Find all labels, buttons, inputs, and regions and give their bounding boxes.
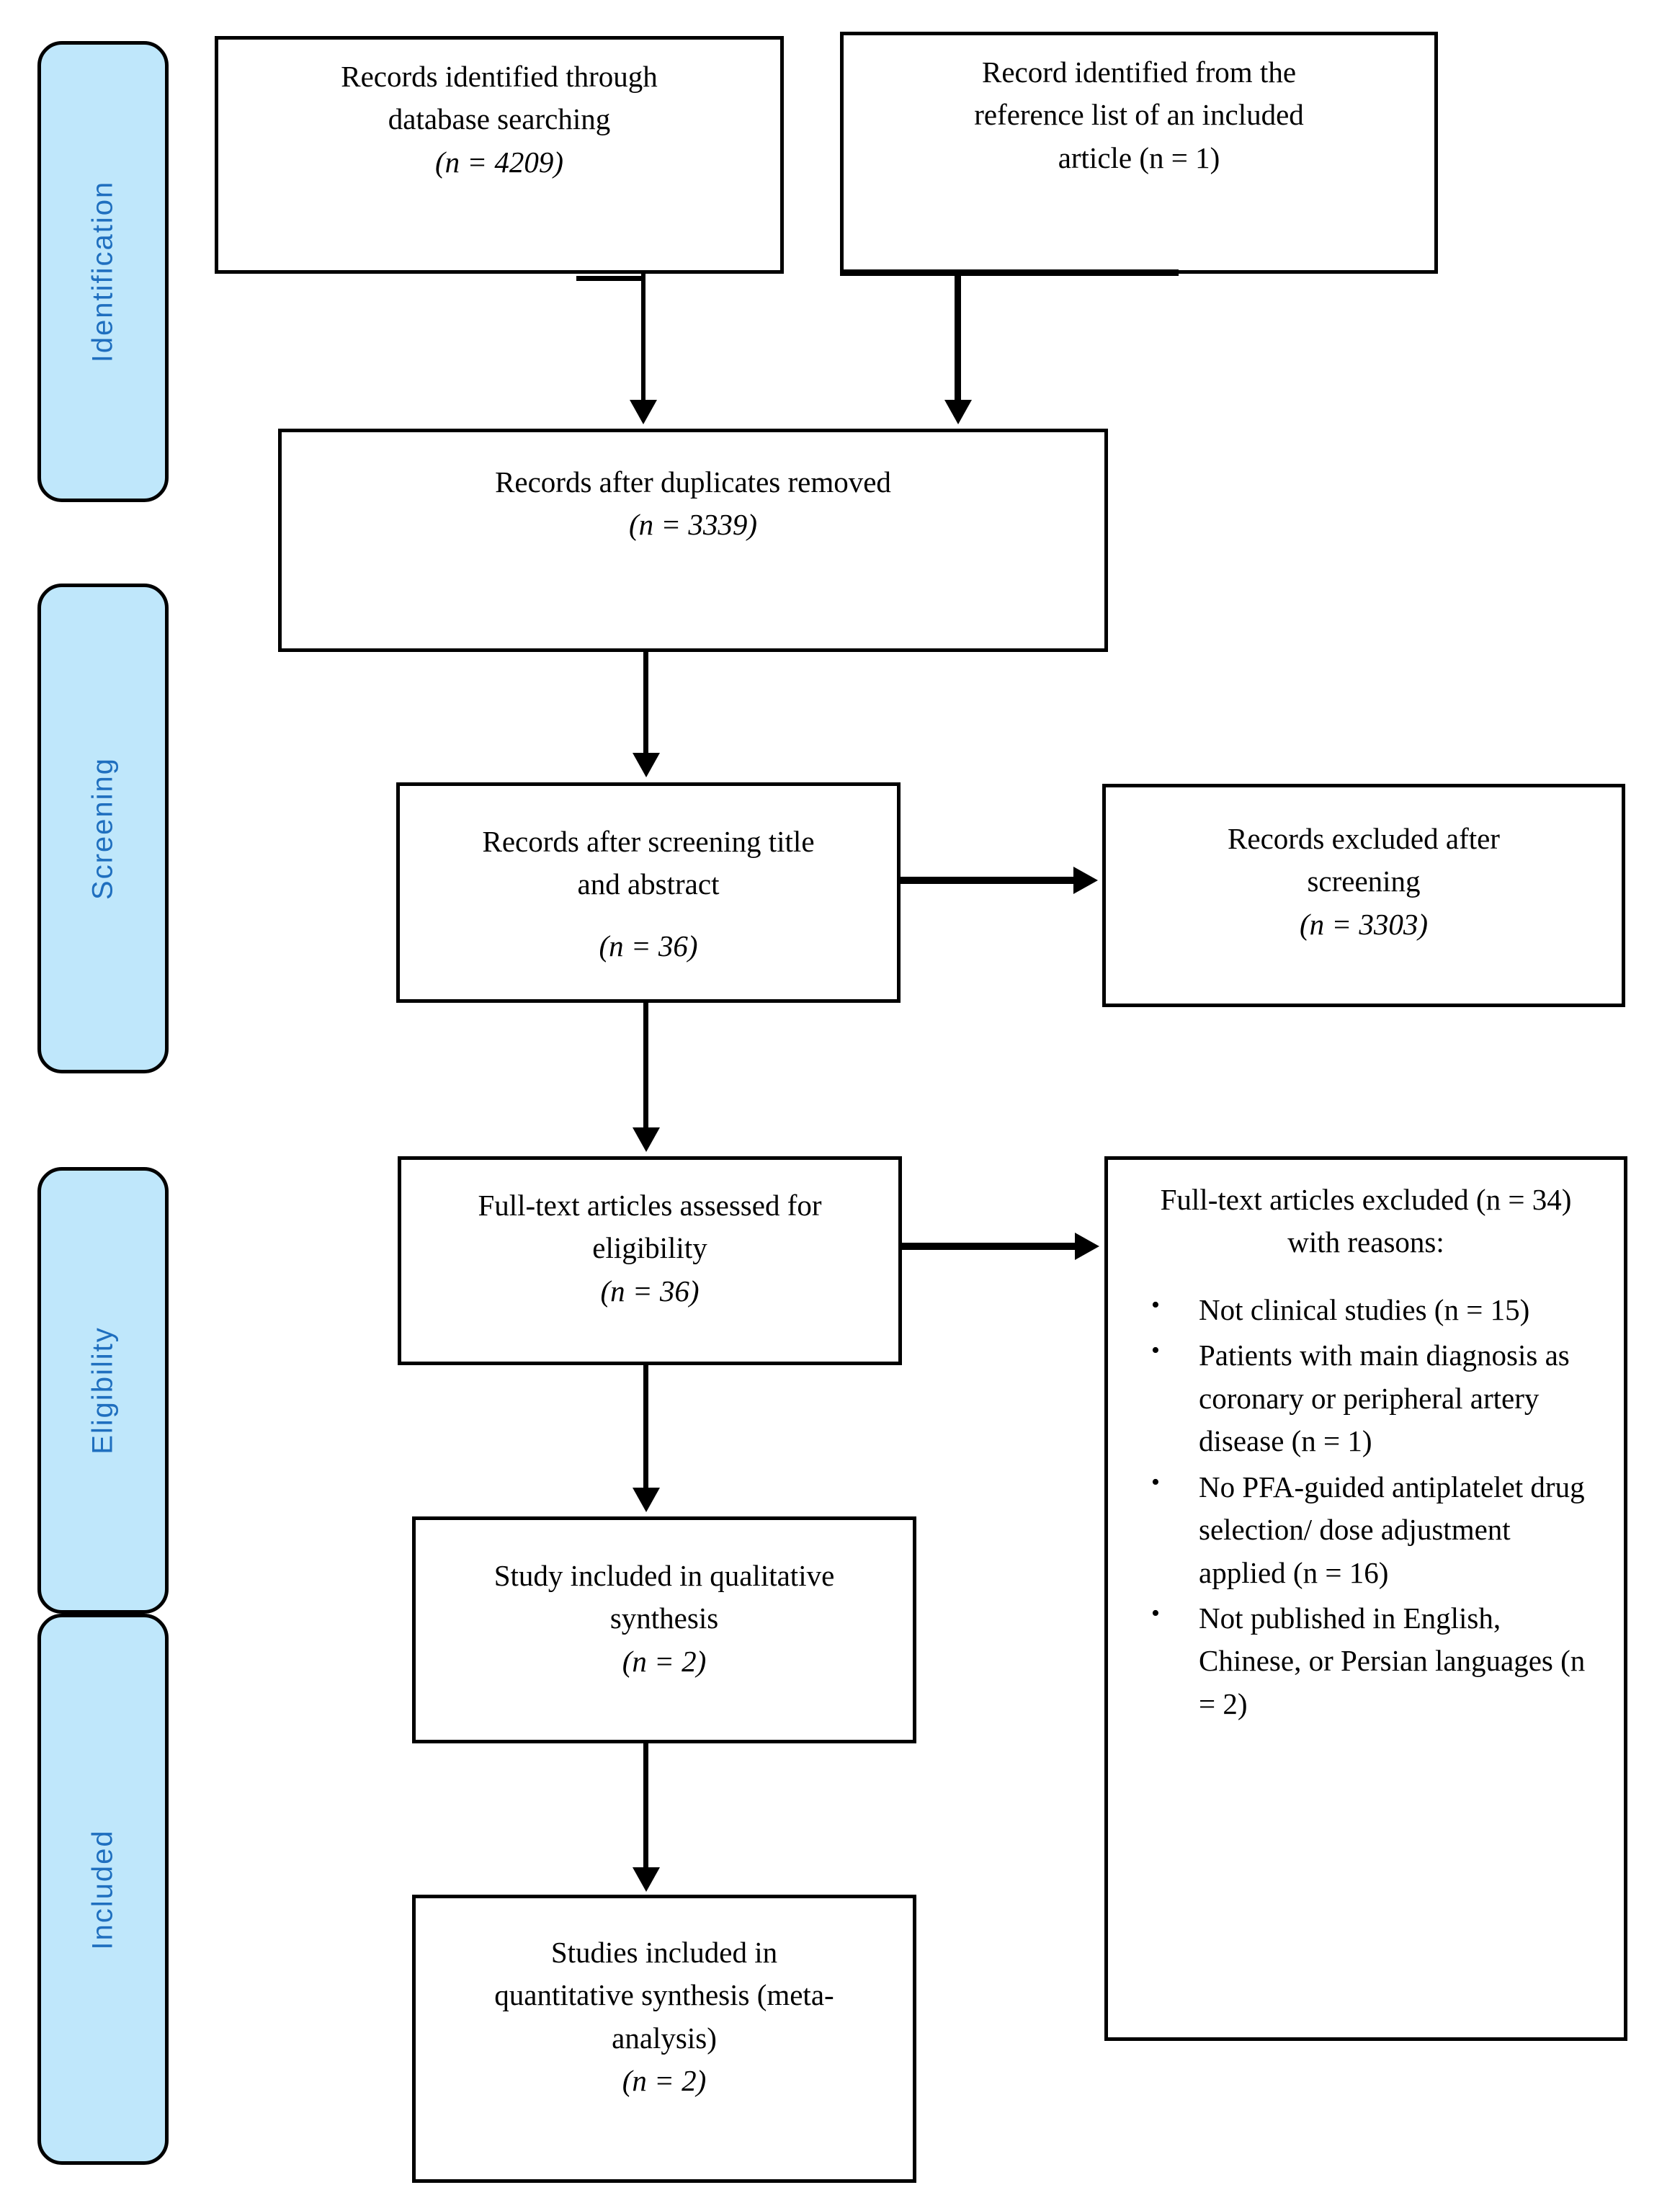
- fulltext-excluded-head-line1: Full-text articles excluded (n =: [1160, 1183, 1525, 1216]
- box-fulltext-assessed-text: Full-text articles assessed for eligibil…: [401, 1160, 898, 1313]
- connector-db-search-horizontal: [576, 276, 645, 281]
- fulltext-excluded-head-line2: 34) with reasons:: [1287, 1183, 1572, 1259]
- fulltext-assessed-count: (n = 36): [600, 1274, 700, 1308]
- box-quantitative-synthesis: Studies included in quantitative synthes…: [412, 1895, 916, 2183]
- duplicates-line1: Records after duplicates removed: [495, 465, 891, 499]
- box-records-excluded: Records excluded after screening (n = 33…: [1102, 784, 1625, 1007]
- box-duplicates-removed: Records after duplicates removed (n = 33…: [278, 429, 1108, 652]
- duplicates-count: (n = 3339): [629, 508, 757, 542]
- connector-db-search-vertical: [641, 277, 645, 413]
- box-fulltext-excluded-reasons: Full-text articles excluded (n = 34) wit…: [1104, 1156, 1627, 2041]
- box-record-reference-list: Record identified from the reference lis…: [840, 32, 1438, 274]
- list-item: Patients with main diagnosis as coronary…: [1141, 1333, 1591, 1462]
- arrow-qualitative-to-quantitative: [633, 1867, 660, 1892]
- box-duplicates-removed-text: Records after duplicates removed (n = 33…: [282, 432, 1104, 547]
- connector-fulltext-to-excluded: [902, 1243, 1081, 1250]
- db-search-count: (n = 4209): [435, 145, 563, 179]
- quantitative-count: (n = 2): [622, 2064, 707, 2098]
- box-qualitative-synthesis-text: Study included in qualitative synthesis …: [416, 1520, 913, 1683]
- excluded-line1: Records excluded after: [1228, 822, 1500, 855]
- arrow-screened-to-excluded: [1073, 867, 1098, 894]
- stage-pill-eligibility: Eligibility: [37, 1167, 169, 1614]
- connector-fulltext-to-qualitative: [643, 1365, 648, 1496]
- arrow-db-search-to-duplicates: [630, 400, 657, 424]
- screened-line2: and abstract: [577, 867, 720, 901]
- connector-ref-list-horizontal: [840, 269, 1179, 276]
- ref-list-line2: reference list of an included: [974, 98, 1304, 132]
- arrow-ref-list-to-duplicates: [944, 400, 972, 424]
- stage-pill-included: Included: [37, 1614, 169, 2165]
- connector-screened-to-excluded: [901, 877, 1079, 884]
- box-qualitative-synthesis: Study included in qualitative synthesis …: [412, 1516, 916, 1743]
- arrow-fulltext-to-qualitative: [633, 1488, 660, 1512]
- box-records-database-search: Records identified through database sear…: [215, 36, 784, 274]
- connector-qualitative-to-quantitative: [643, 1743, 648, 1874]
- fulltext-assessed-line1: Full-text articles assessed for: [478, 1189, 822, 1222]
- ref-list-line1: Record identified from the: [981, 55, 1297, 89]
- quantitative-line3: analysis): [612, 2021, 717, 2055]
- db-search-line2: database searching: [388, 102, 611, 136]
- stage-label-included: Included: [86, 1828, 119, 1950]
- stage-label-identification: Identification: [86, 180, 119, 363]
- box-records-excluded-text: Records excluded after screening (n = 33…: [1106, 787, 1622, 946]
- fulltext-assessed-line2: eligibility: [592, 1231, 707, 1265]
- connector-ref-list-vertical: [955, 276, 961, 413]
- box-records-database-search-text: Records identified through database sear…: [218, 40, 780, 184]
- fulltext-excluded-reason-list: Not clinical studies (n = 15) Patients w…: [1108, 1287, 1624, 1725]
- db-search-line1: Records identified through: [341, 60, 658, 93]
- connector-duplicates-to-screened: [643, 652, 648, 760]
- box-records-after-screening-text: Records after screening title and abstra…: [400, 786, 897, 968]
- qualitative-line1: Study included in qualitative: [493, 1559, 835, 1592]
- excluded-line2: screening: [1307, 864, 1421, 898]
- box-fulltext-assessed: Full-text articles assessed for eligibil…: [398, 1156, 902, 1365]
- connector-screened-to-fulltext: [643, 1003, 648, 1136]
- list-item: No PFA-guided antiplatelet drug selectio…: [1141, 1465, 1591, 1594]
- arrow-duplicates-to-screened: [633, 753, 660, 777]
- box-quantitative-synthesis-text: Studies included in quantitative synthes…: [416, 1898, 913, 2103]
- list-item: Not published in English, Chinese, or Pe…: [1141, 1596, 1591, 1725]
- stage-label-screening: Screening: [86, 756, 119, 901]
- ref-list-line3: article (n = 1): [1058, 140, 1220, 174]
- arrow-screened-to-fulltext: [633, 1127, 660, 1152]
- screened-count: (n = 36): [599, 929, 698, 962]
- quantitative-line2: quantitative synthesis (meta-: [494, 1978, 834, 2012]
- stage-pill-identification: Identification: [37, 41, 169, 502]
- fulltext-excluded-heading: Full-text articles excluded (n = 34) wit…: [1108, 1160, 1624, 1264]
- box-records-after-screening: Records after screening title and abstra…: [396, 782, 901, 1003]
- screened-line1: Records after screening title: [482, 825, 815, 858]
- stage-label-eligibility: Eligibility: [86, 1326, 119, 1454]
- stage-pill-screening: Screening: [37, 584, 169, 1073]
- qualitative-line2: synthesis: [609, 1601, 719, 1635]
- quantitative-line1: Studies included in: [550, 1936, 778, 1969]
- arrow-fulltext-to-excluded: [1075, 1233, 1099, 1260]
- qualitative-count: (n = 2): [622, 1644, 707, 1678]
- box-record-reference-list-text: Record identified from the reference lis…: [844, 35, 1434, 179]
- excluded-count: (n = 3303): [1300, 907, 1428, 941]
- list-item: Not clinical studies (n = 15): [1141, 1287, 1591, 1331]
